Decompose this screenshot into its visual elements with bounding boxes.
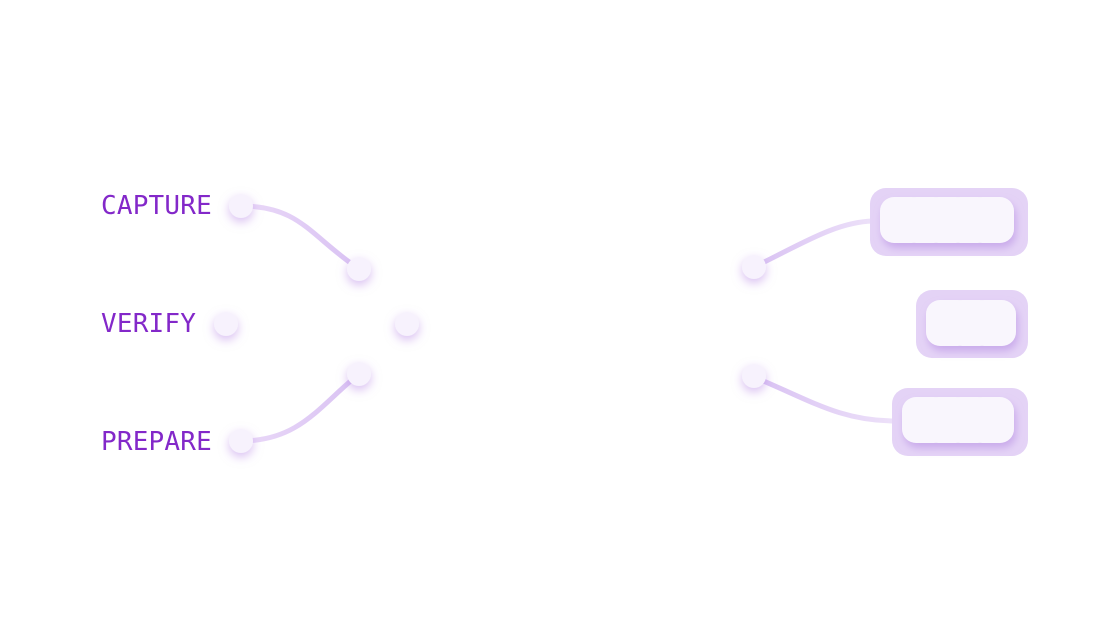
prepare-connector	[238, 371, 362, 444]
prepare-output-stack	[892, 388, 1028, 456]
capture-output-connector	[751, 218, 876, 270]
capture-end-node-icon	[347, 257, 371, 281]
prepare-start-node-icon	[229, 429, 253, 453]
verify-label: VERIFY	[101, 309, 197, 339]
capture-label: CAPTURE	[101, 191, 212, 221]
prepare-output-connector	[751, 374, 898, 424]
capture-output-node-icon	[742, 255, 766, 279]
verify-output-stack	[916, 290, 1028, 358]
capture-start-node-icon	[229, 194, 253, 218]
prepare-end-node-icon	[347, 362, 371, 386]
output-card-icon	[968, 397, 1014, 443]
output-card-icon	[970, 300, 1016, 346]
verify-end-node-icon	[395, 312, 419, 336]
capture-connector	[238, 203, 362, 272]
prepare-label: PREPARE	[101, 427, 212, 457]
prepare-output-node-icon	[742, 364, 766, 388]
capture-output-stack	[870, 188, 1028, 256]
verify-start-node-icon	[214, 312, 238, 336]
output-card-icon	[968, 197, 1014, 243]
